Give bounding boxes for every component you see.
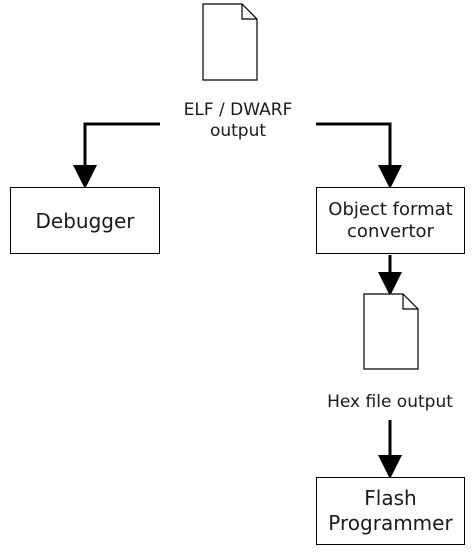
convertor-label-line1: Object format [328,198,453,220]
edge-elf-to-convertor [316,122,402,189]
object-format-convertor-box: Object format convertor [316,187,465,254]
flash-programmer-box: Flash Programmer [316,477,465,545]
elf-output-label-line2: output [209,121,267,142]
hex-output-label: Hex file output [327,392,453,412]
elf-output-label: ELF / DWARF output [158,100,318,143]
debugger-label: Debugger [35,208,135,233]
debugger-box: Debugger [10,187,160,254]
elf-document-icon [202,3,258,81]
hex-document-icon [363,293,419,370]
convertor-label-line2: convertor [347,220,434,242]
flash-label-line2: Programmer [328,511,453,535]
flash-label-line1: Flash [364,486,417,510]
elf-output-label-line1: ELF / DWARF [183,100,293,120]
edge-elf-to-debugger [73,122,160,189]
